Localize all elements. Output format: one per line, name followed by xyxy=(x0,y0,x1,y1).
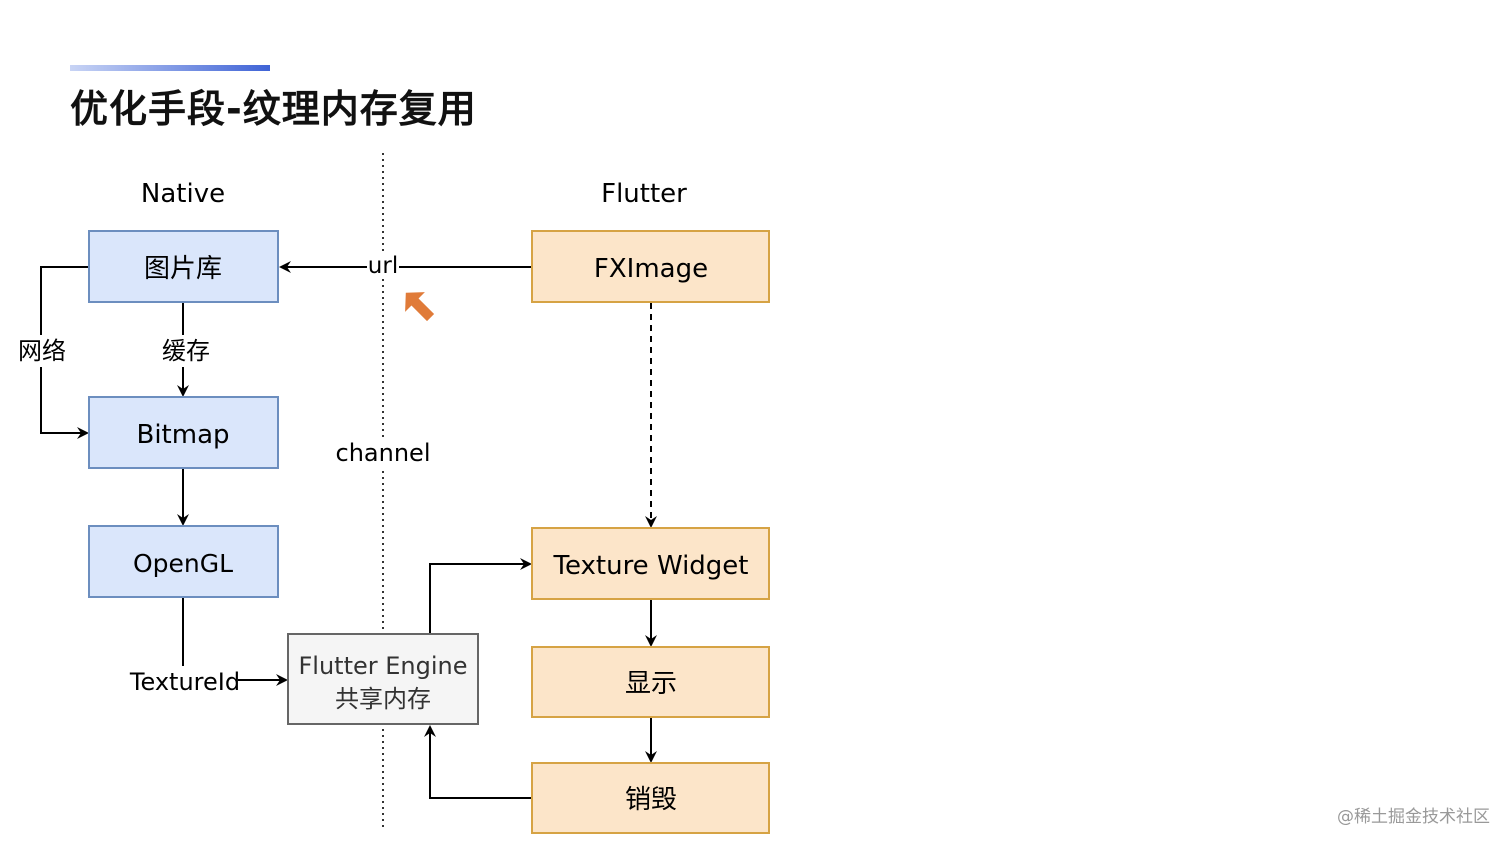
display-label: 显示 xyxy=(625,669,677,699)
watermark: @稀土掘金技术社区 xyxy=(1337,807,1490,827)
flutter-engine-node: Flutter Engine 共享内存 xyxy=(287,633,479,725)
destroy-label: 销毁 xyxy=(625,785,677,815)
display-node: 显示 xyxy=(531,646,770,718)
title-accent-bar xyxy=(70,65,270,71)
texture-widget-label: Texture Widget xyxy=(553,551,749,581)
edge-engine-to-texture-widget xyxy=(429,558,532,634)
network-label: 网络 xyxy=(18,337,66,365)
cache-label: 缓存 xyxy=(162,337,210,365)
fximage-label: FXImage xyxy=(594,254,708,284)
image-lib-node: 图片库 xyxy=(88,230,279,303)
flutter-engine-label: Flutter Engine xyxy=(298,652,467,680)
flutter-column-label: Flutter xyxy=(601,179,687,209)
bitmap-label: Bitmap xyxy=(136,420,229,450)
opengl-label: OpenGL xyxy=(133,549,233,578)
fximage-node: FXImage xyxy=(531,230,770,303)
edge-destroy-to-engine xyxy=(424,725,532,799)
shared-memory-label: 共享内存 xyxy=(335,685,431,713)
url-label: url xyxy=(368,253,398,279)
destroy-node: 销毁 xyxy=(531,762,770,834)
texture-widget-node: Texture Widget xyxy=(531,527,770,600)
bitmap-node: Bitmap xyxy=(88,396,279,469)
texture-id-label: TextureId xyxy=(129,668,240,696)
page-title: 优化手段-纹理内存复用 xyxy=(70,87,477,131)
channel-label: channel xyxy=(336,439,431,467)
native-column-label: Native xyxy=(141,179,225,209)
highlight-arrow-icon xyxy=(405,292,435,322)
opengl-node: OpenGL xyxy=(88,525,279,598)
image-lib-label: 图片库 xyxy=(144,254,222,284)
